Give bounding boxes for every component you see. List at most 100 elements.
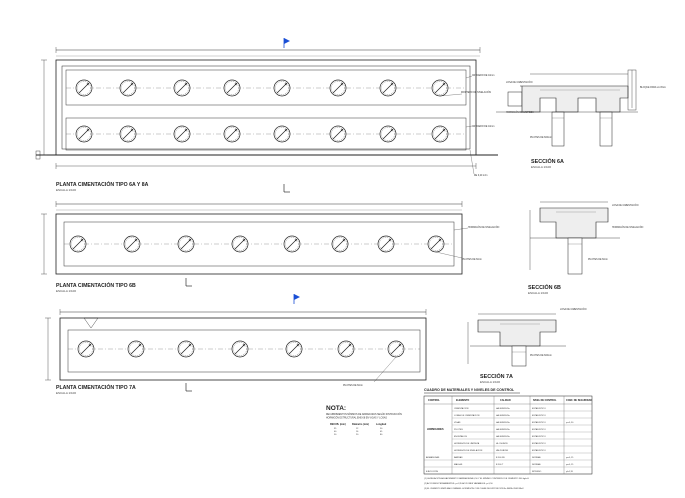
table-cell: NORMAL	[532, 463, 542, 466]
nota-val: 16	[356, 431, 359, 433]
table-cell: HL-150/B/20	[496, 443, 509, 445]
general-notes: NOTA: RECUBRIMIENTOS MÍNIMOS DE ARMADURA…	[326, 405, 402, 436]
plan-6b: HORMIGÓN DE NIVELACIÓN PILOTES DE 60cm P…	[41, 201, 500, 293]
table-footnote: (2) ACCIONES PERMANENTES: γ=1,35 ACCIONE…	[424, 482, 493, 485]
plan-6a-note: DE 0,20 m/m	[474, 175, 487, 177]
north-arrow	[283, 38, 290, 48]
section-6a-note: LOSA DE CIMENTACIÓN	[506, 81, 533, 84]
table-cell: γf=1,35	[566, 471, 574, 473]
plan-6b-scale: ESCALA 1/100	[56, 289, 76, 293]
nota-val: 40	[334, 431, 337, 433]
nota-val: 20	[356, 434, 359, 436]
nota-col-head: Longitud	[376, 423, 387, 426]
table-cell: γc=1,50	[566, 422, 574, 424]
plan-6a-scale: ESCALA 1/100	[56, 188, 76, 192]
table-cell: HA-30/B/20/IIa	[496, 414, 510, 417]
section-6b-note: PILOTES DE 60cm	[588, 259, 608, 261]
pile-row-6a-bottom	[75, 125, 449, 143]
nota-val: 50	[380, 428, 383, 430]
table-cell: HA-30/B/20/IIa	[496, 428, 510, 431]
table-cell: γs=1,15	[566, 464, 574, 466]
nota-val: 50	[334, 434, 337, 436]
table-cell: B 500 SD	[496, 457, 505, 459]
table-title: CUADRO DE MATERIALES Y NIVELES DE CONTRO…	[424, 388, 515, 392]
section-6a-note: PILOTES DE 600mm	[530, 137, 552, 139]
section-6a-title: SECCIÓN 6A	[531, 157, 564, 165]
plan-6a-note: CRUCERO DE 10mm	[472, 126, 495, 128]
table-cell: ESTADÍSTICO	[532, 428, 546, 431]
table-cell: HM-20/B/20/I	[496, 450, 509, 452]
table-cell: EJECUCIÓN	[426, 470, 439, 473]
table-cell: BARRAS	[454, 456, 463, 459]
plan-6b-title: PLANTA CIMENTACIÓN TIPO 6B	[56, 281, 136, 289]
table-cell: PILOTES	[454, 429, 463, 431]
table-cell: HA-30/B/20/IIa	[496, 435, 510, 438]
nota-val: 12	[356, 428, 359, 430]
table-cell: HA-30/B/20/IIa	[496, 407, 510, 410]
section-7a: LOSA DE CIMENTACIÓN PILOTES DE 600mm SEC…	[467, 308, 587, 384]
section-6b-note: HORMIGÓN DE NIVELACIÓN	[612, 226, 644, 229]
table-cell: MALLAS	[454, 463, 463, 466]
table-cell: γs=1,15	[566, 457, 574, 459]
section-6b-note: LOSA DE CIMENTACIÓN	[612, 204, 639, 207]
materials-table: CUADRO DE MATERIALES Y NIVELES DE CONTRO…	[423, 388, 592, 490]
table-cell: ESTADÍSTICO	[532, 442, 546, 445]
plan-6a-title: PLANTA CIMENTACIÓN TIPO 6A Y 8A	[56, 180, 149, 188]
table-header: COEF. DE SEGURIDAD	[566, 399, 592, 402]
nota-line: RECUBRIMIENTOS MÍNIMOS DE ARMADURAS SEGÚ…	[326, 413, 402, 416]
table-cell: VIGAS	[454, 421, 461, 424]
table-cell: ESTADÍSTICO	[532, 449, 546, 452]
table-cell: INTENSO	[532, 471, 542, 473]
table-cell: NORMAL	[532, 456, 542, 459]
nota-col-head: Diámetro (mm)	[352, 423, 369, 426]
table-cell: B 500 T	[496, 464, 504, 466]
nota-line: HORMIGÓN ESTRUCTURAL EHE-08 EN VIGAS Y L…	[326, 417, 387, 420]
section-7a-title: SECCIÓN 7A	[480, 372, 513, 380]
table-cell: LOSAS DE CIMENTACIÓN	[454, 414, 480, 417]
table-cell: ESTADÍSTICO	[532, 435, 546, 438]
section-6b-title: SECCIÓN 6B	[528, 283, 561, 291]
nota-title: NOTA:	[326, 405, 346, 412]
table-header: NIVEL DE CONTROL	[533, 399, 557, 402]
section-6a: LOSA DE CIMENTACIÓN HORMIGÓN DE LIMPIEZA…	[496, 69, 666, 169]
section-6a-note: BLOQUE PARA LA VIGA	[640, 86, 666, 89]
nota-val: 80	[380, 434, 383, 436]
table-cell: ESTADÍSTICO	[532, 407, 546, 410]
nota-val: 65	[380, 431, 383, 433]
table-cell: ESTADÍSTICO	[532, 414, 546, 417]
table-cell: HORMIGÓN DE NIVELACIÓN	[454, 449, 483, 452]
plan-7a-note: PILOTES DE 60cm	[343, 385, 363, 387]
plan-6b-note: HORMIGÓN DE NIVELACIÓN	[468, 226, 500, 229]
section-6b: LOSA DE CIMENTACIÓN HORMIGÓN DE NIVELACI…	[528, 201, 644, 295]
table-cell: ENCEPADOS	[454, 435, 468, 438]
plan-6b-note: PILOTES DE 60cm	[462, 259, 482, 261]
section-6a-scale: ESCALA 1/100	[531, 165, 551, 169]
plan-6a: CRUCERO DE 10mm CRUCERO DE 10mm MORTERO …	[35, 38, 498, 193]
section-7a-note: PILOTES DE 600mm	[530, 355, 552, 357]
plan-7a: PILOTES DE 60cm PLANTA CIMENTACIÓN TIPO …	[45, 294, 427, 395]
section-7a-scale: ESCALA 1/100	[480, 380, 500, 384]
table-footnote: (1) LA RELACIÓN AGUA/CEMENTO MÁXIMA SERÁ…	[424, 477, 530, 480]
table-footnote: (3) EL CEMENTO EMPLEADO PARA EL HORMIGÓN…	[424, 487, 524, 490]
north-arrow	[293, 294, 300, 304]
nota-col-head: RECUB. (mm)	[330, 423, 346, 426]
section-7a-note: LOSA DE CIMENTACIÓN	[560, 308, 587, 311]
plan-6a-note: CRUCERO DE 10mm	[472, 75, 495, 77]
plan-7a-title: PLANTA CIMENTACIÓN TIPO 7A	[56, 383, 136, 391]
table-group-label: HORMIGONES	[427, 428, 444, 431]
table-cell: ARMADURAS	[426, 456, 440, 459]
table-cell: CIMENTACIÓN	[454, 407, 469, 410]
plan-6a-note: MORTERO DE NIVELACIÓN	[461, 91, 491, 94]
pile-row-6a-top	[75, 79, 449, 97]
nota-val: 35	[334, 428, 337, 430]
table-cell: HORMIGÓN DE LIMPIEZA	[454, 442, 480, 445]
table-cell: HA-30/B/20/IIa	[496, 421, 510, 424]
section-6a-note: HORMIGÓN DE LIMPIEZA	[506, 111, 534, 114]
table-header: ELEMENTO	[456, 399, 469, 402]
plan-7a-scale: ESCALA 1/100	[56, 391, 76, 395]
table-header: CALIDAD	[500, 399, 511, 402]
section-6b-scale: ESCALA 1/100	[528, 291, 548, 295]
table-cell: ESTADÍSTICO	[532, 421, 546, 424]
